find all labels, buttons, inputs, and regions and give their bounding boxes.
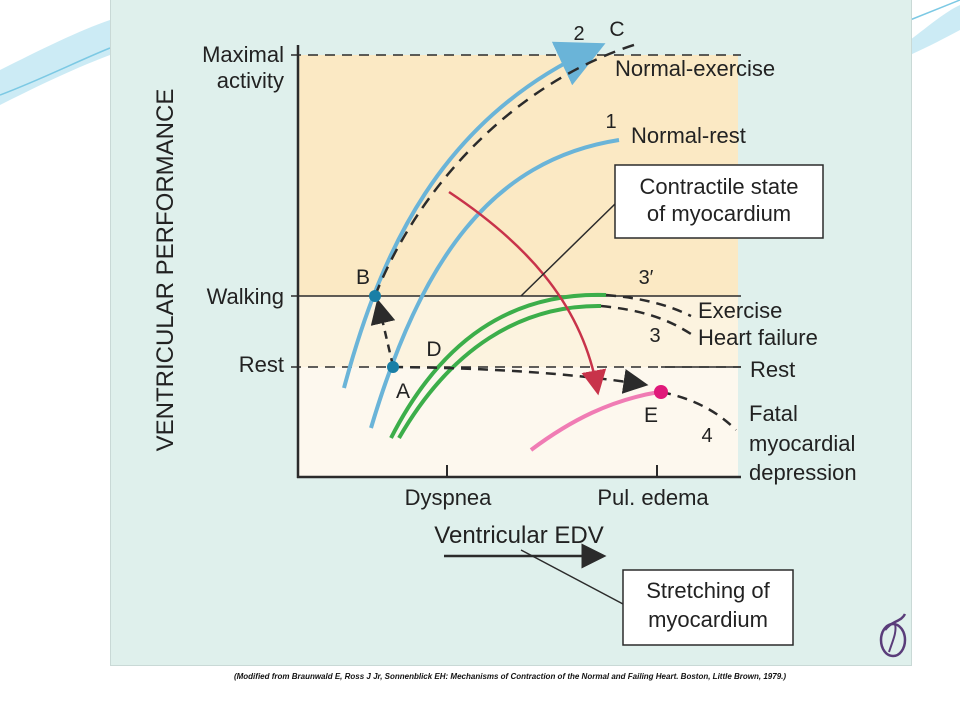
- curve-number-2: 2: [573, 23, 584, 45]
- curve-number-4: 4: [701, 425, 712, 447]
- callout-contractile-line1: Contractile state: [640, 174, 799, 199]
- label-depression: depression: [749, 460, 857, 485]
- label-normal-exercise: Normal-exercise: [615, 56, 775, 81]
- figure-panel: VENTRICULAR PERFORMANCE Maximal activity…: [110, 0, 912, 666]
- curve-4-dashed: [660, 390, 737, 431]
- decor-swoosh-right: [910, 5, 960, 55]
- point-label-c: C: [609, 18, 624, 41]
- curve-number-3: 3: [649, 325, 660, 347]
- label-normal-rest: Normal-rest: [631, 123, 746, 148]
- y-axis-title: VENTRICULAR PERFORMANCE: [152, 89, 179, 452]
- callout-contractile-line2: of myocardium: [647, 201, 791, 226]
- x-axis-title: Ventricular EDV: [434, 522, 603, 549]
- point-label-b: B: [356, 266, 370, 289]
- curve-normal-exercise: [342, 41, 606, 389]
- publisher-logo-icon: [879, 613, 907, 658]
- arrow-a-to-b: [370, 298, 396, 367]
- curve-exercise-heart-failure: [389, 292, 607, 439]
- label-heart-failure: Heart failure: [698, 325, 818, 350]
- callout-stretching-box: [622, 569, 794, 646]
- curve-heart-failure-rest: [397, 303, 602, 440]
- zone-walking: [298, 296, 738, 367]
- curve-number-1: 1: [605, 111, 616, 133]
- zone-rest: [298, 367, 738, 477]
- callout-stretching-line1: Stretching of: [646, 578, 770, 603]
- point-e-dot: [654, 385, 668, 399]
- callout-contractile-leader: [520, 203, 616, 297]
- point-a-dot: [387, 361, 399, 373]
- callout-stretching-leader: [520, 549, 624, 605]
- callout-contractile-box: [614, 164, 824, 239]
- label-rest-right: Rest: [750, 357, 795, 382]
- curve-number-3prime: 3′: [639, 267, 654, 289]
- figure-caption: (Modified from Braunwald E, Ross J Jr, S…: [233, 672, 787, 681]
- label-exercise: Exercise: [698, 298, 782, 323]
- point-label-d: D: [426, 338, 441, 361]
- curve-dashed-b-to-c: [373, 42, 638, 297]
- ventricular-function-diagram: VENTRICULAR PERFORMANCE Maximal activity…: [152, 18, 907, 658]
- label-myocardial: myocardial: [749, 431, 855, 456]
- y-level-walking: Walking: [207, 284, 284, 309]
- decor-swoosh-right-line: [909, 0, 960, 21]
- point-label-a: A: [396, 380, 410, 403]
- arrow-a-to-e: [392, 365, 649, 394]
- arrow-contractile-decline: [448, 190, 607, 396]
- point-label-e: E: [644, 404, 658, 427]
- point-b-dot: [369, 290, 381, 302]
- label-fatal: Fatal: [749, 401, 798, 426]
- curve-fatal-depression: [529, 390, 660, 452]
- x-tick-label-pul-edema: Pul. edema: [597, 485, 709, 510]
- x-tick-label-dyspnea: Dyspnea: [405, 485, 493, 510]
- callout-stretching-line2: myocardium: [648, 607, 768, 632]
- y-level-maximal: Maximal: [202, 42, 284, 67]
- y-level-activity: activity: [217, 68, 284, 93]
- y-level-rest: Rest: [239, 352, 284, 377]
- decor-swoosh-left: [0, 20, 110, 105]
- curve-3-dashed: [600, 304, 692, 336]
- decor-swoosh-left-line: [0, 47, 111, 96]
